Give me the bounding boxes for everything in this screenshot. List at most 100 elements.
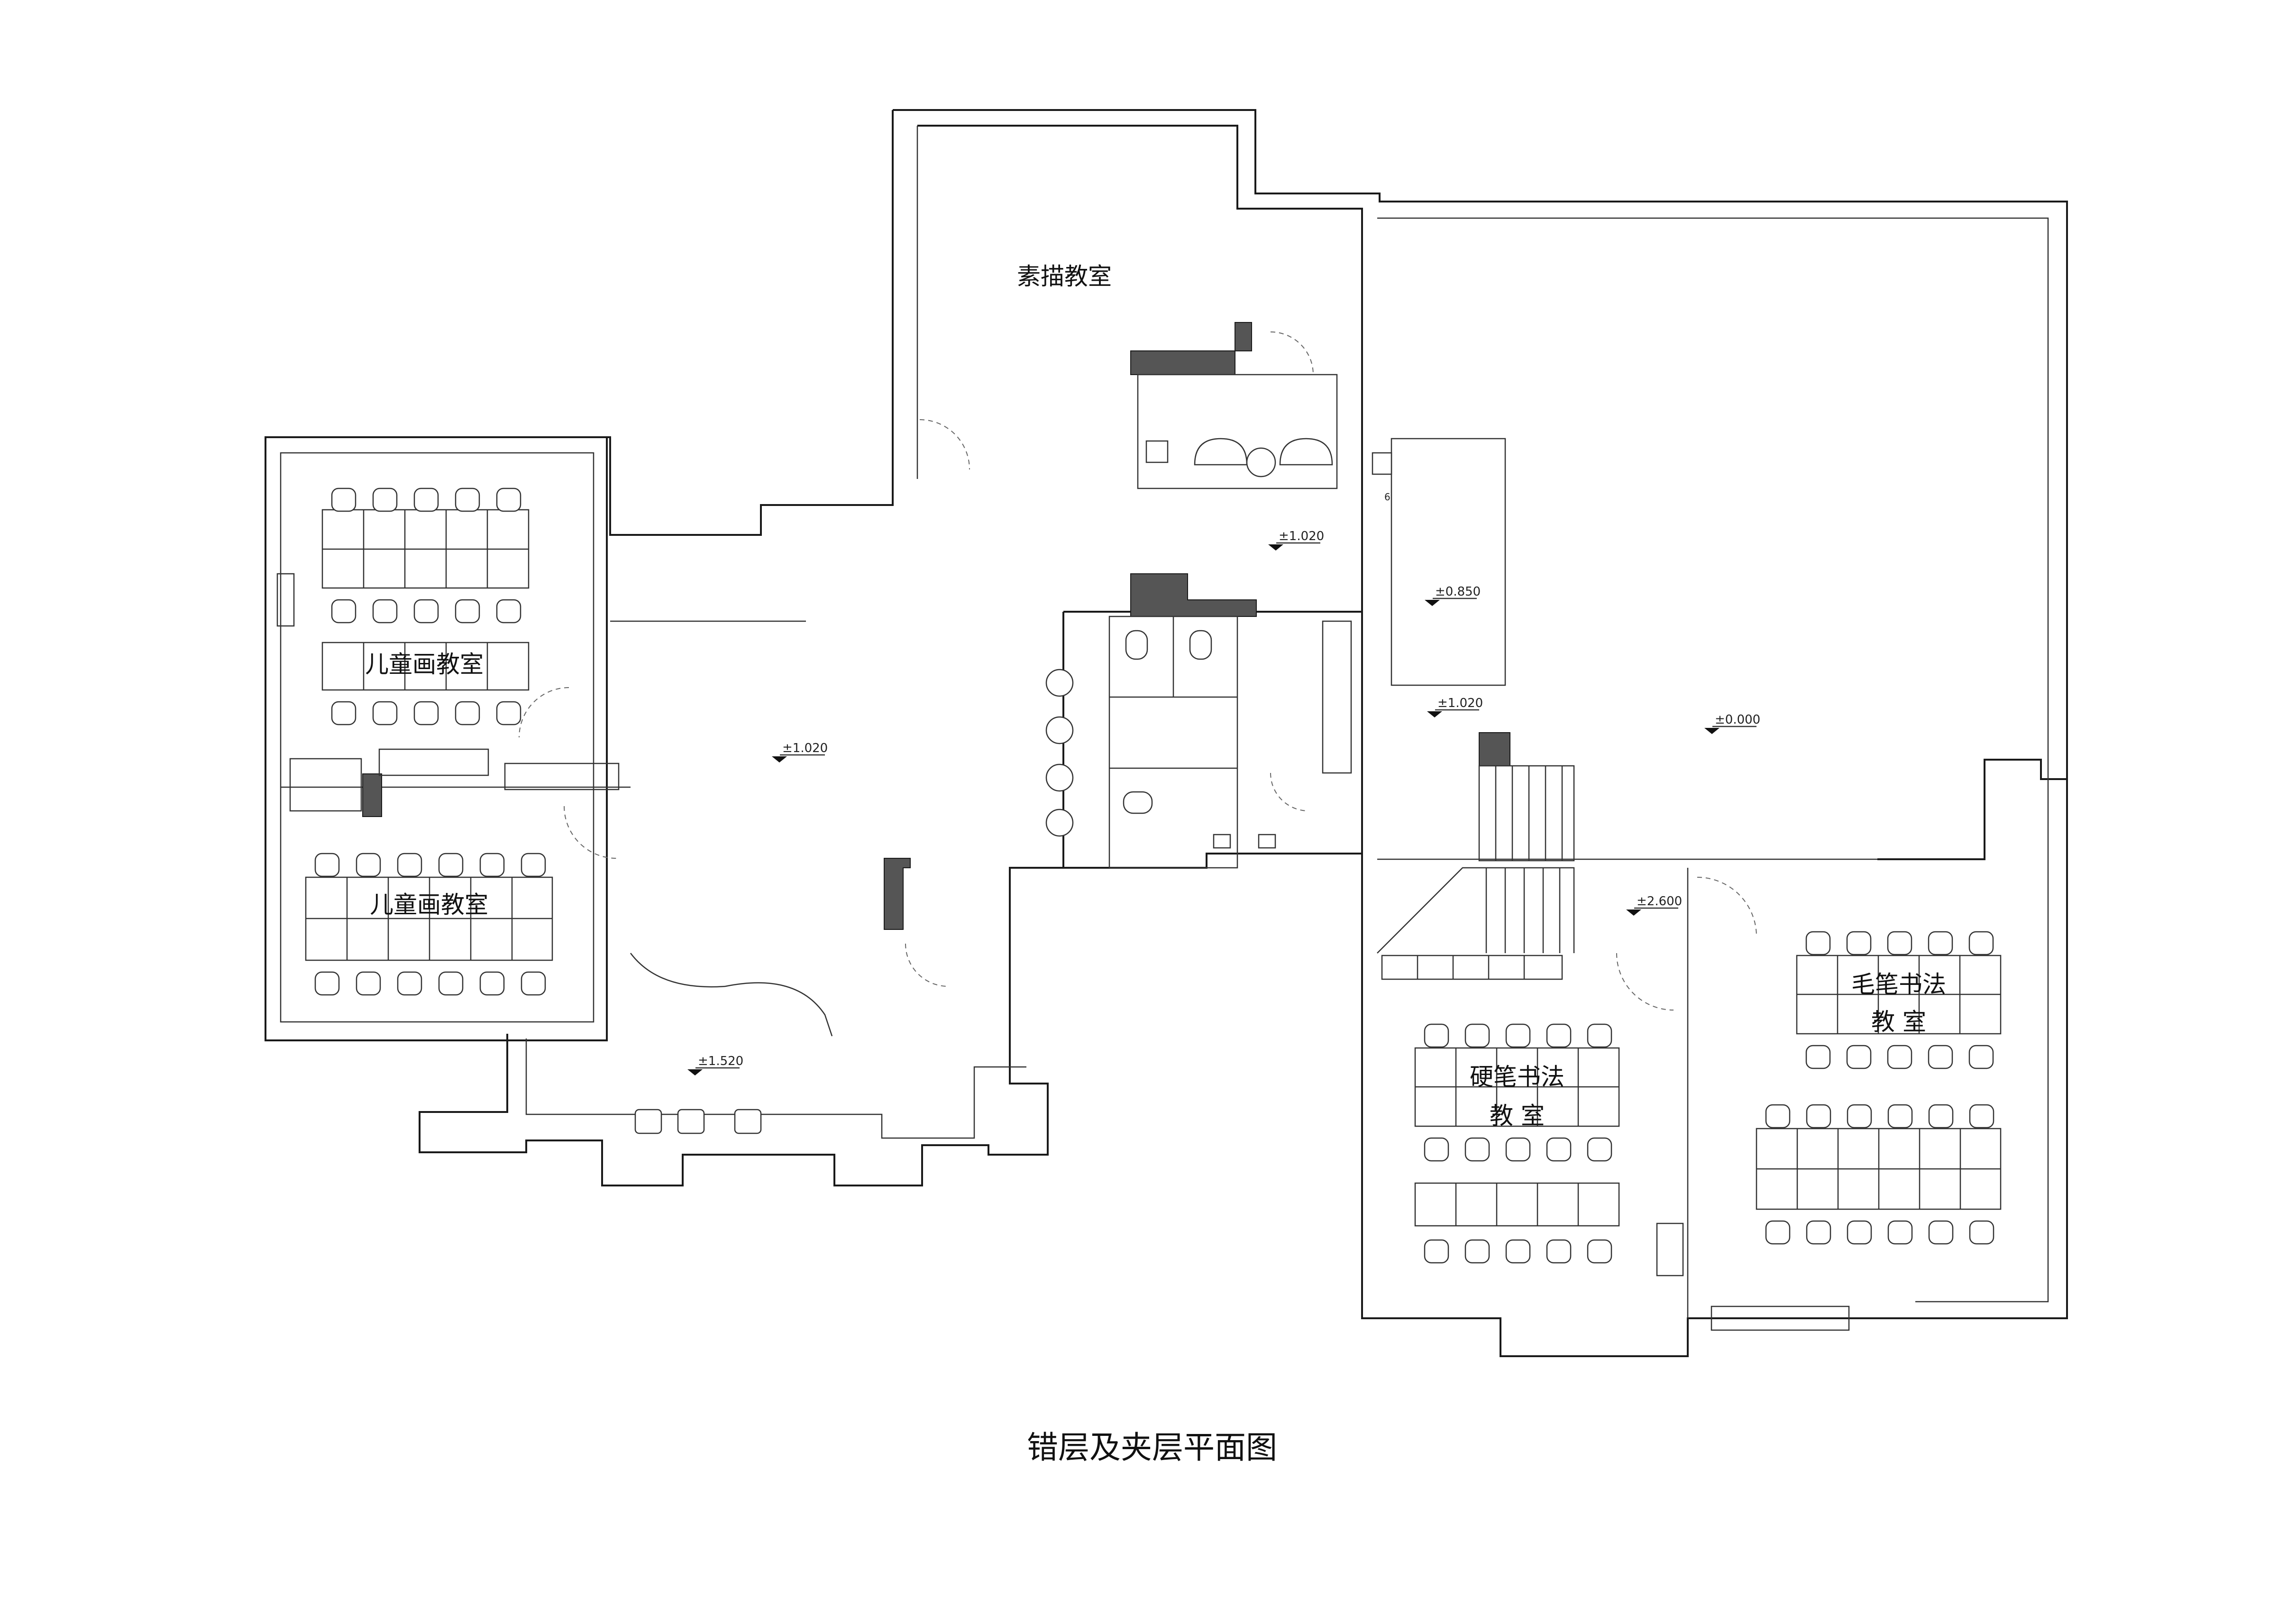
label-kids-upper: 儿童画教室: [365, 651, 484, 678]
kids-upper-table-row-2: [321, 642, 530, 691]
level-marker-lower-landing: ±1.020: [1427, 696, 1483, 717]
chair: [356, 971, 381, 996]
sink-counter: [1322, 620, 1352, 774]
chair: [455, 701, 480, 726]
column-corridor: [884, 858, 911, 930]
level-marker-center: ±1.020: [1268, 529, 1324, 551]
pen-table-row-2: [1414, 1182, 1620, 1227]
sketch-wc: 6: [1137, 374, 1392, 503]
structural-columns: [362, 322, 1510, 930]
urinal-2: [1258, 834, 1276, 849]
svg-text:±1.020: ±1.020: [1279, 529, 1324, 543]
wall-kids-block: [265, 436, 608, 1041]
chair: [1887, 1220, 1913, 1245]
label-sketch-room: 素描教室: [1017, 263, 1112, 290]
chair: [1464, 1137, 1490, 1162]
chair: [1765, 1104, 1791, 1129]
chair: [331, 487, 357, 512]
wall-terrace: [419, 867, 1063, 1186]
chair: [397, 971, 422, 996]
chair: [1928, 1104, 1954, 1129]
chair: [1587, 1137, 1612, 1162]
chair: [314, 853, 340, 877]
wc-fixture-2: [1372, 452, 1392, 475]
chair: [1806, 1220, 1831, 1245]
svg-text:±0.850: ±0.850: [1435, 585, 1481, 599]
toilet-1: [1125, 630, 1148, 660]
chair: [1587, 1023, 1612, 1048]
chair: [1464, 1023, 1490, 1048]
kids-wall-cabinet: [504, 763, 620, 790]
armchair-2: [1279, 438, 1333, 466]
wc-note: 6: [1384, 491, 1390, 503]
toilet-3: [1123, 791, 1153, 814]
wall-kids-block-inner: [280, 452, 595, 1023]
chair: [521, 971, 546, 996]
chair: [455, 599, 480, 624]
chair: [1928, 931, 1953, 956]
restrooms: [1045, 616, 1352, 869]
label-brush-line1: 毛笔书法: [1851, 971, 1946, 998]
chair: [521, 853, 546, 877]
column-kids: [362, 773, 382, 817]
pen-cabinet: [1656, 1222, 1684, 1277]
chair: [372, 599, 398, 624]
chair: [413, 701, 439, 726]
wall-terrace-inner: [525, 1038, 1026, 1139]
svg-text:±2.600: ±2.600: [1637, 894, 1682, 909]
chair: [331, 701, 357, 726]
planter-curve: [630, 953, 833, 1037]
stair-lower-flight: [1377, 867, 1575, 954]
chair: [413, 599, 439, 624]
chair: [496, 599, 521, 624]
upper-landing: [1390, 438, 1506, 686]
pen-calligraphy-furniture: [1414, 1047, 1684, 1277]
chair: [372, 487, 398, 512]
chair: [1505, 1023, 1531, 1048]
outer-walls: [265, 109, 2068, 1357]
chair: [1846, 931, 1872, 956]
chair: [479, 853, 505, 877]
chair: [1805, 1045, 1831, 1069]
drawing-title: 错层及夹层平面图: [1027, 1429, 1277, 1466]
stairs: [1377, 438, 1575, 980]
wall-sketch-room: [893, 109, 2068, 860]
kids-lower-furniture: [305, 876, 553, 961]
brush-wall-cabinet: [1711, 1305, 1850, 1331]
column-sketch: [1130, 322, 1252, 375]
door-swings: [519, 331, 1757, 1011]
chair: [1424, 1023, 1449, 1048]
label-kids-lower: 儿童画教室: [370, 891, 488, 919]
chair: [496, 701, 521, 726]
chair: [438, 971, 464, 996]
chair: [397, 853, 422, 877]
chair: [496, 487, 521, 512]
wall-north-west: [607, 110, 894, 536]
chair: [1969, 1220, 1994, 1245]
level-markers: ±1.020 ±1.020 ±0.850 ±1.020 ±0.000 ±2.60…: [687, 529, 1760, 1075]
urinal-1: [1213, 834, 1231, 849]
column-center: [1130, 573, 1257, 617]
chair: [1968, 931, 1994, 956]
chair: [1505, 1239, 1531, 1264]
svg-text:±1.520: ±1.520: [698, 1054, 743, 1068]
svg-text:±0.000: ±0.000: [1715, 713, 1760, 727]
side-table: [1246, 447, 1276, 478]
armchair-1: [1194, 438, 1248, 466]
wall-east-block: [1361, 223, 2068, 1357]
level-marker-east-hall: ±0.000: [1704, 713, 1760, 734]
chair: [1587, 1239, 1612, 1264]
chair: [1806, 1104, 1831, 1129]
chair: [1546, 1023, 1572, 1048]
chair: [331, 599, 357, 624]
chair: [1969, 1104, 1994, 1129]
chair: [314, 971, 340, 996]
wc-nook: [1137, 374, 1338, 489]
terrace-furniture: [630, 953, 833, 1134]
chair: [1968, 1045, 1994, 1069]
chair: [1847, 1220, 1872, 1245]
chair: [1846, 1045, 1872, 1069]
level-marker-lobby: ±1.020: [772, 741, 828, 763]
toilet-2: [1189, 630, 1212, 660]
